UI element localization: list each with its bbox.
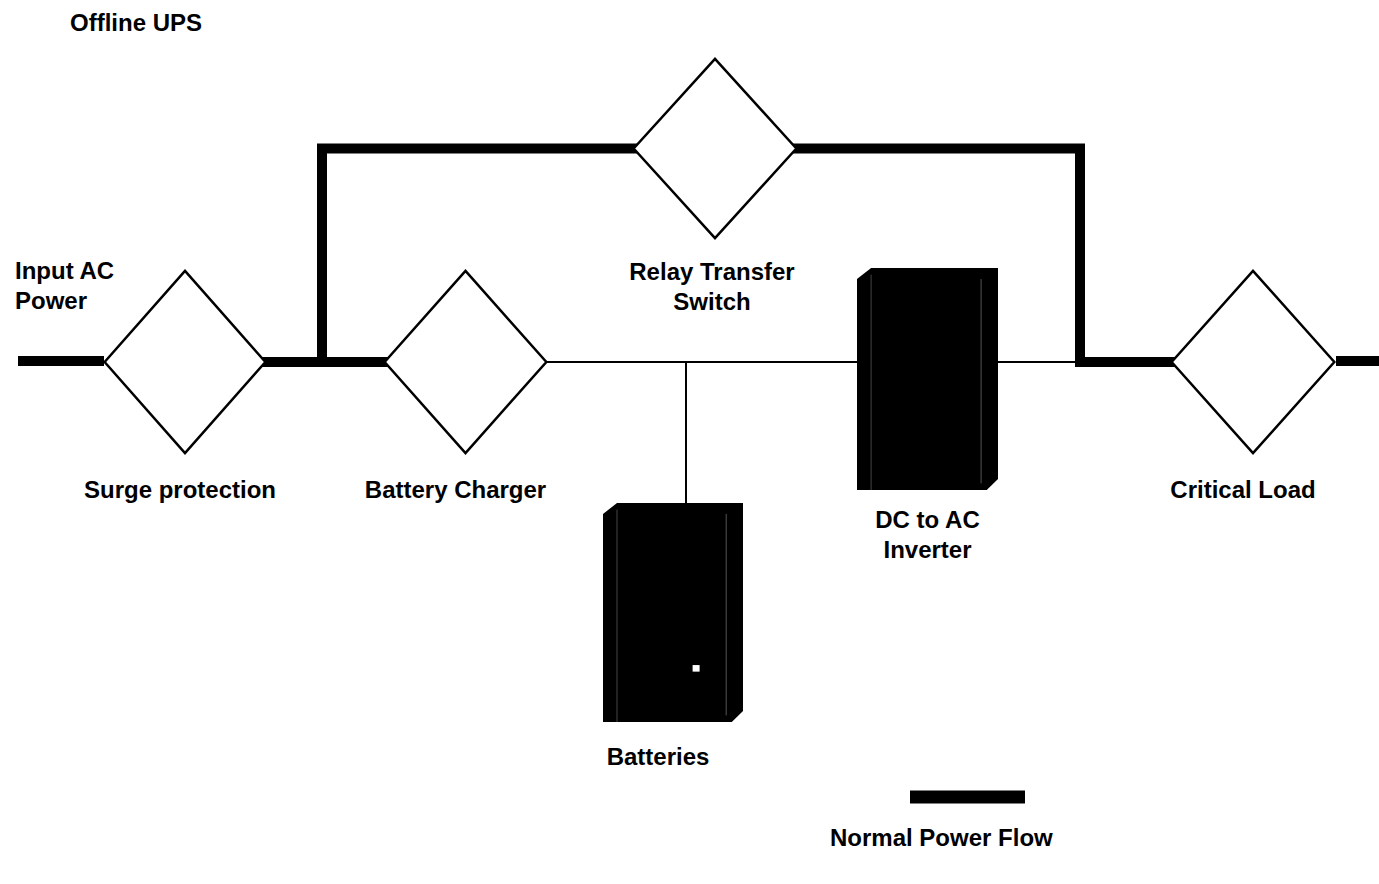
node-label: Critical Load <box>1128 475 1358 505</box>
diamond-outline <box>383 269 548 455</box>
relay-diamond: Relay Transfer Switch <box>632 57 798 240</box>
node-label: Battery Charger <box>326 475 586 505</box>
block-edge <box>871 275 872 490</box>
block-edge <box>617 510 618 722</box>
diamond-outline <box>1170 269 1336 455</box>
node-label: Surge protection <box>50 475 310 505</box>
box-outline <box>857 268 998 490</box>
diamond-outline <box>632 57 798 240</box>
surge-diamond: Surge protection <box>103 269 267 455</box>
block-shape <box>603 503 743 722</box>
diamond-shape <box>1172 271 1335 453</box>
battery-block: Batteries <box>603 503 743 722</box>
diamond-outline <box>103 269 267 455</box>
input-label: Input AC Power <box>15 256 135 316</box>
diamond-shape <box>634 59 797 238</box>
diamond-shape <box>385 271 547 453</box>
inverter-block: DC to AC Inverter <box>857 268 998 490</box>
block-edge <box>981 279 982 483</box>
box-outline <box>603 503 743 722</box>
charger-diamond: Battery Charger <box>383 269 548 455</box>
power-line <box>548 362 686 503</box>
legend-sample <box>910 791 1025 804</box>
output-line <box>1336 356 1379 366</box>
node-label: DC to AC Inverter <box>853 505 1003 565</box>
diagram-title: Offline UPS <box>70 8 202 38</box>
block-edge <box>726 514 727 715</box>
input-line <box>18 356 104 366</box>
block-shape <box>857 268 998 490</box>
load-diamond: Critical Load <box>1170 269 1336 455</box>
battery-terminal <box>693 665 700 672</box>
node-label: Batteries <box>558 742 758 772</box>
diamond-shape <box>105 271 266 453</box>
legend-text: Normal Power Flow <box>830 823 1053 853</box>
node-label: Relay Transfer Switch <box>597 257 827 317</box>
